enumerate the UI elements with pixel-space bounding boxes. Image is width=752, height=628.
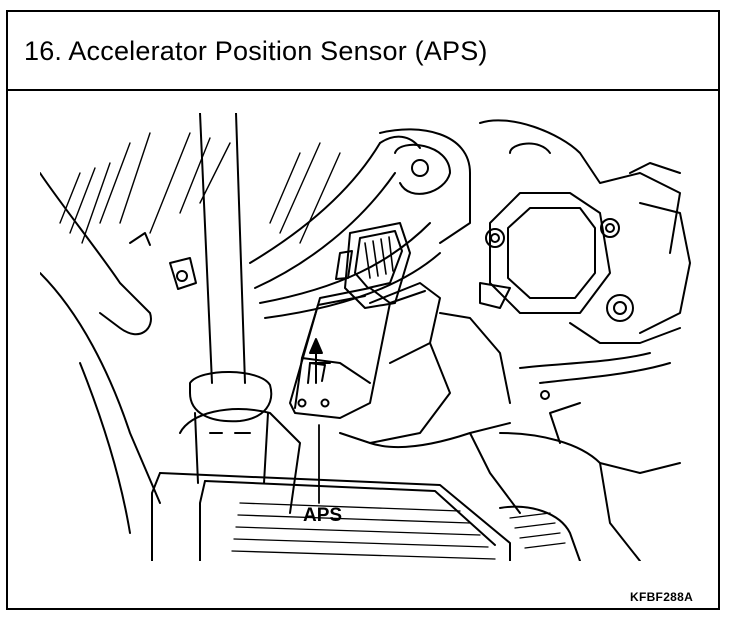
pedal-pad	[151, 472, 581, 561]
hatch-lines-left	[59, 132, 341, 244]
hoses	[249, 135, 441, 319]
booster-housing	[379, 119, 691, 400]
document-frame: 16. Accelerator Position Sensor (APS)	[6, 10, 720, 610]
aps-sensor-icon	[289, 222, 511, 444]
line-drawing-figure	[40, 113, 700, 561]
aps-callout-label: APS	[303, 505, 343, 526]
figure-code: KFBF288A	[630, 590, 694, 604]
section-title: 16. Accelerator Position Sensor (APS)	[24, 36, 488, 66]
left-bracket	[40, 172, 197, 534]
section-header: 16. Accelerator Position Sensor (APS)	[8, 12, 718, 91]
pedal-arm	[179, 113, 301, 514]
firewall-panel	[369, 402, 681, 561]
